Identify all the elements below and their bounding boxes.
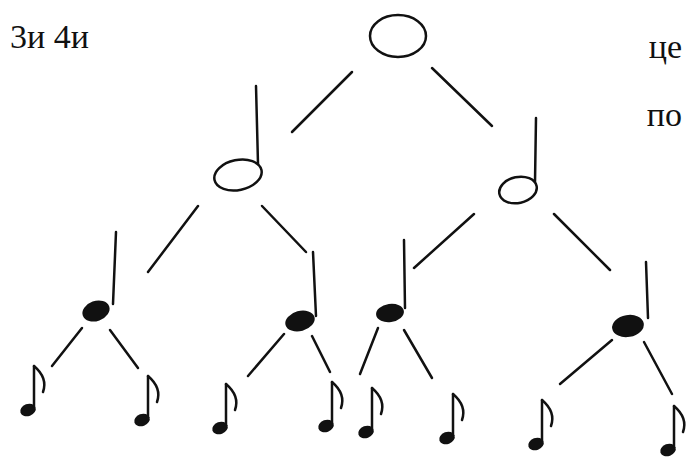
whole-note: [370, 15, 426, 57]
quarter-note: [375, 302, 405, 324]
branch-line: [262, 206, 306, 252]
eighth-note: [356, 388, 382, 440]
branch-line: [110, 330, 138, 368]
eighth-note: [132, 376, 158, 428]
branch-line: [148, 206, 198, 272]
branch-line: [52, 328, 82, 366]
branch-line: [404, 330, 432, 378]
branch-line: [432, 68, 492, 126]
eighth-note: [210, 384, 236, 436]
quarter-note: [79, 297, 112, 325]
branch-line: [360, 328, 378, 374]
eighth-note: [316, 382, 342, 434]
branch-line: [644, 342, 672, 394]
branch-line: [554, 214, 610, 270]
eighth-note: [437, 394, 463, 446]
eighth-note: [526, 400, 552, 452]
quarter-note: [283, 307, 317, 334]
side-note-text: це: [649, 30, 682, 64]
half-note: [211, 155, 264, 194]
note-stem: [256, 86, 258, 164]
branch-line: [292, 72, 352, 132]
note-stem: [646, 262, 648, 318]
side-note-text: по: [647, 98, 682, 132]
quarter-note: [610, 312, 645, 339]
branch-line: [248, 334, 284, 376]
half-note: [497, 173, 540, 206]
eighth-note: [658, 406, 684, 458]
beat-count-label: 3и 4и: [10, 20, 89, 54]
note-stem: [113, 232, 116, 304]
note-stem: [404, 240, 405, 308]
branch-line: [312, 336, 330, 372]
note-stem: [313, 252, 316, 316]
note-stem: [535, 118, 536, 182]
branch-line: [414, 214, 474, 268]
eighth-note: [18, 366, 44, 418]
branch-line: [560, 340, 612, 384]
